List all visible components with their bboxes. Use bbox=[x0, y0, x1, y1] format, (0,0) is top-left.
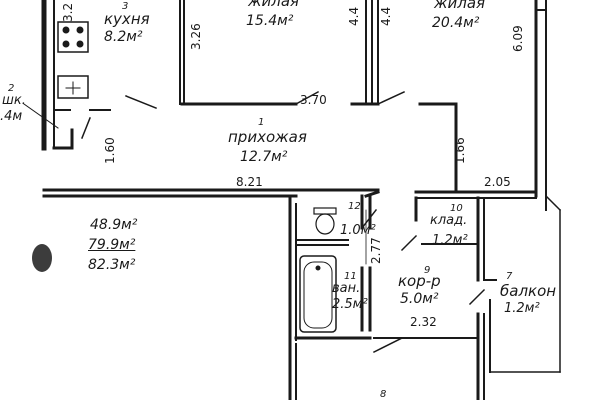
hall-area: 12.7м² bbox=[240, 149, 288, 165]
dim-2-05: 2.05 bbox=[484, 175, 511, 189]
bathtub-icon bbox=[299, 255, 337, 333]
room-8-number: 8 bbox=[380, 389, 387, 400]
door-leaf bbox=[400, 234, 418, 252]
dim-2-32: 2.32 bbox=[410, 315, 437, 329]
burner bbox=[62, 40, 70, 48]
kitchen-number: 3 bbox=[122, 1, 129, 12]
storage-area: 1.2м² bbox=[432, 233, 468, 248]
wall bbox=[544, 194, 562, 212]
burner bbox=[62, 26, 70, 34]
storage-name: клад. bbox=[430, 213, 468, 228]
living-15-area: 15.4м² bbox=[246, 13, 294, 29]
loggia-name: шк. bbox=[2, 93, 26, 108]
kitchen-name: кухня bbox=[104, 10, 150, 28]
loggia-area: .4м bbox=[0, 109, 23, 124]
dim-6-09: 6.09 bbox=[511, 25, 525, 52]
dim-3-70: 3.70 bbox=[300, 93, 327, 107]
toilet-tank-icon bbox=[313, 207, 337, 215]
dim-3-26: 3.26 bbox=[189, 23, 203, 50]
hall-name: прихожая bbox=[228, 128, 307, 146]
living-20-name: жилая bbox=[434, 0, 486, 12]
wc-area: 1.0м² bbox=[340, 223, 376, 238]
loggia-number: 2 bbox=[8, 83, 15, 94]
door-leaf bbox=[81, 117, 91, 139]
bath-name: ван. bbox=[332, 281, 361, 296]
dim-1-66: 1.66 bbox=[453, 137, 467, 164]
door-leaf bbox=[125, 95, 157, 109]
ink-mark bbox=[32, 244, 52, 272]
kitchen-area: 8.2м² bbox=[104, 29, 143, 45]
dim-3-2-top: 3.2 bbox=[61, 2, 75, 22]
leader-line bbox=[23, 103, 59, 129]
dim-4-4-a: 4.4 bbox=[347, 6, 361, 26]
balcony-number: 7 bbox=[506, 271, 513, 282]
dim-4-4-b: 4.4 bbox=[379, 6, 393, 26]
dim-2-77: 2.77 bbox=[369, 237, 383, 264]
wc-number: 12 bbox=[348, 201, 361, 212]
corridor-number: 9 bbox=[424, 265, 431, 276]
stove-icon bbox=[57, 21, 89, 53]
dim-1-60: 1.60 bbox=[103, 137, 117, 164]
wall bbox=[364, 190, 380, 198]
corridor-name: кор-р bbox=[398, 272, 441, 290]
dim-8-21: 8.21 bbox=[236, 175, 263, 189]
door-leaf bbox=[360, 208, 378, 230]
toilet-bowl-icon bbox=[315, 213, 335, 235]
total-area: 79.9м² bbox=[88, 237, 136, 253]
sink-icon bbox=[57, 75, 89, 99]
corridor-area: 5.0м² bbox=[400, 291, 439, 307]
bath-number: 11 bbox=[344, 271, 357, 282]
bath-area: 2.5м² bbox=[332, 297, 368, 312]
total-with-balcony: 82.3м² bbox=[88, 257, 136, 273]
balcony-area: 1.2м² bbox=[504, 301, 540, 316]
door-leaf bbox=[377, 91, 405, 105]
living-20-area: 20.4м² bbox=[432, 15, 480, 31]
living-15-name: жилая bbox=[248, 0, 300, 10]
balcony-name: балкон bbox=[500, 282, 557, 300]
living-area-total: 48.9м² bbox=[90, 217, 138, 233]
door-leaf bbox=[294, 90, 320, 106]
storage-number: 10 bbox=[450, 203, 463, 214]
hall-number: 1 bbox=[258, 117, 265, 128]
door-leaf bbox=[468, 288, 486, 306]
burner bbox=[76, 40, 84, 48]
burner bbox=[76, 26, 84, 34]
door-leaf bbox=[372, 336, 404, 354]
